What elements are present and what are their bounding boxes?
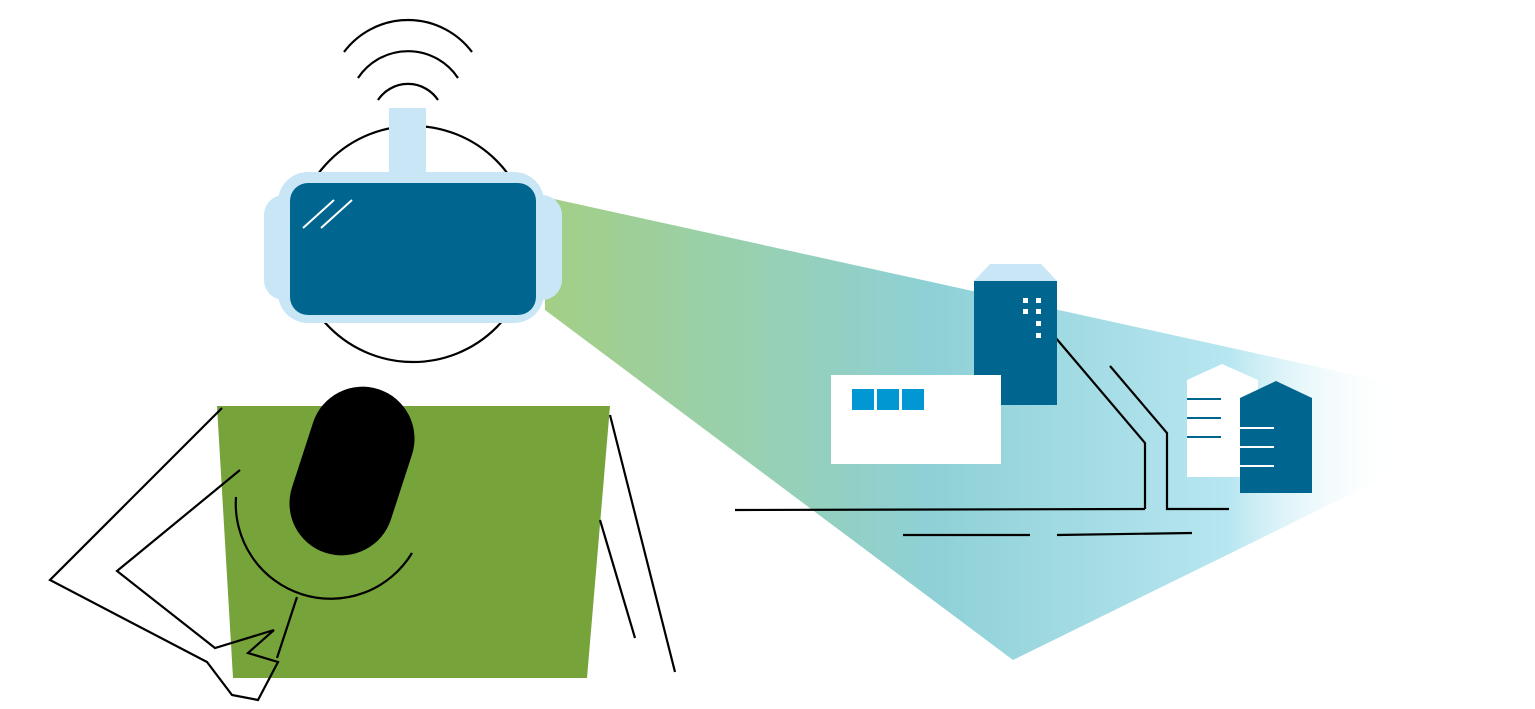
- street-main: [734, 507, 1146, 512]
- tower-roof: [974, 264, 1057, 281]
- lens-reflection-2: [320, 199, 353, 229]
- city-buildings-icon: [734, 264, 1312, 537]
- dark-house: [1240, 381, 1312, 493]
- head: [289, 386, 415, 556]
- vr-headset-icon: [264, 172, 562, 323]
- right-arm-inner: [598, 519, 637, 639]
- neck-line: [275, 596, 299, 659]
- dark-house-lines: [1240, 427, 1274, 467]
- street-curve-left: [1054, 336, 1147, 509]
- street-curve-right: [1109, 365, 1229, 511]
- signal-arc-inner: [377, 82, 439, 101]
- left-arm-outer: [48, 407, 280, 702]
- headset-top-strap: [389, 108, 426, 180]
- wifi-signal-icon: [343, 18, 473, 101]
- tower-windows: [1023, 298, 1041, 338]
- headset-lens: [290, 183, 536, 315]
- lens-reflection-1: [302, 199, 335, 229]
- chin-arc: [234, 496, 413, 600]
- street-lower-2: [1056, 531, 1193, 537]
- person-icon: [48, 386, 677, 702]
- low-building-windows: [852, 389, 924, 410]
- low-building: [831, 375, 1001, 464]
- white-house-lines: [1187, 398, 1221, 438]
- signal-arc-outer: [343, 18, 473, 53]
- right-arm-outer: [608, 414, 677, 673]
- signal-arc-middle: [357, 50, 459, 79]
